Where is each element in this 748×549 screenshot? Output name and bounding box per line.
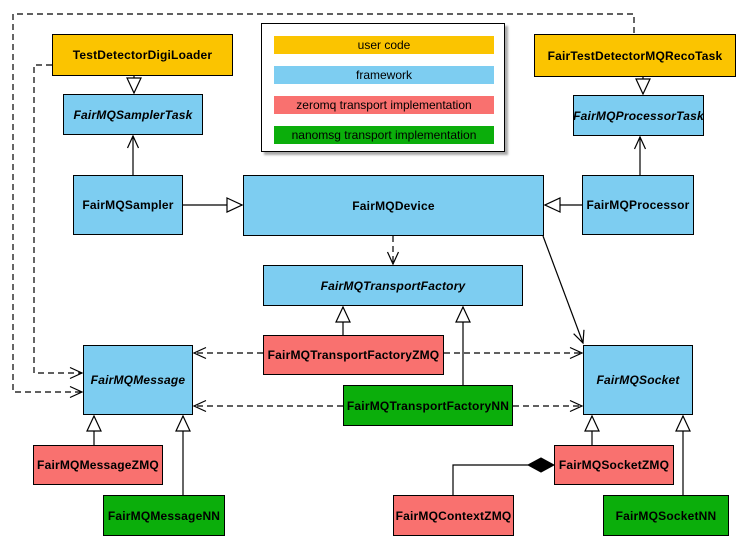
- legend-label: zeromq transport implementation: [296, 98, 472, 112]
- legend-label: nanomsg transport implementation: [291, 128, 477, 142]
- class-box-fairmqdevice: FairMQDevice: [243, 175, 544, 236]
- class-box-testdetectordigiloader: TestDetectorDigiLoader: [52, 34, 233, 76]
- class-box-fairmqmessage: FairMQMessage: [83, 345, 193, 415]
- composition-line-contextzmq-socketzmq: [452, 464, 528, 495]
- class-box-fairmqmessagezmq: FairMQMessageZMQ: [33, 445, 163, 485]
- legend-label: user code: [357, 38, 411, 52]
- association-arrow-device-socket: [542, 235, 585, 345]
- dependency-arrow-digiloader-message: [33, 64, 84, 380]
- class-box-fairmqtransportfactory: FairMQTransportFactory: [263, 265, 523, 306]
- legend-item-nanomsg: nanomsg transport implementation: [274, 126, 494, 144]
- legend-label: framework: [355, 68, 412, 82]
- class-box-fairmqsocketzmq: FairMQSocketZMQ: [554, 445, 674, 485]
- class-box-fairtestdetectormqrecotask: FairTestDetectorMQRecoTask: [534, 34, 736, 77]
- class-box-fairmqmessagenn: FairMQMessageNN: [103, 495, 225, 536]
- legend-item-user-code: user code: [274, 36, 494, 54]
- class-box-fairmqsocketnn: FairMQSocketNN: [603, 495, 729, 536]
- class-box-fairmqtransportfactorynn: FairMQTransportFactoryNN: [343, 385, 513, 426]
- legend: user code framework zeromq transport imp…: [261, 23, 505, 152]
- composition-diamond-icon: [526, 457, 556, 473]
- class-box-fairmqsampler: FairMQSampler: [73, 175, 183, 235]
- class-box-fairmqprocessor: FairMQProcessor: [582, 175, 694, 235]
- class-box-fairmqsamplertask: FairMQSamplerTask: [63, 94, 203, 135]
- legend-item-framework: framework: [274, 66, 494, 84]
- class-box-fairmqtransportfactoryzmq: FairMQTransportFactoryZMQ: [263, 335, 444, 375]
- legend-item-zeromq: zeromq transport implementation: [274, 96, 494, 114]
- class-box-fairmqsocket: FairMQSocket: [583, 345, 693, 415]
- class-box-fairmqprocessortask: FairMQProcessorTask: [573, 95, 704, 136]
- dependency-arrow-recotask-message: [12, 13, 635, 399]
- class-box-fairmqcontextzmq: FairMQContextZMQ: [393, 495, 514, 536]
